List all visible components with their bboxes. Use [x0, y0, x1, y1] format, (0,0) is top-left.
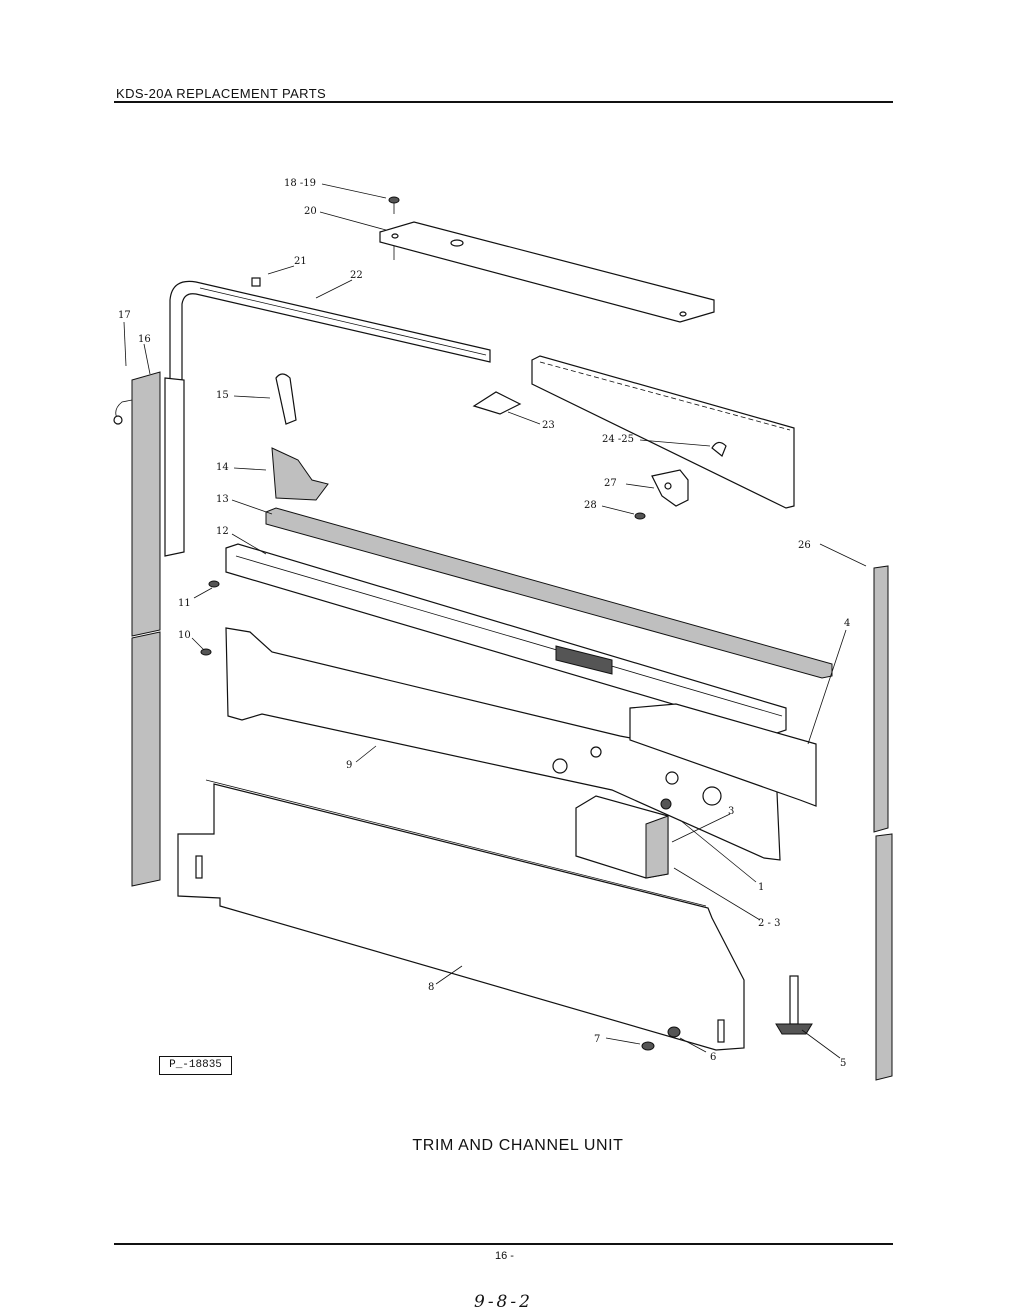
- callout-15: 15: [216, 390, 229, 401]
- top-mounting-plate: [379, 221, 715, 323]
- leader-lines: [123, 183, 867, 1059]
- callout-17: 17: [118, 310, 131, 321]
- callout-24-25: 24 -25: [602, 434, 634, 445]
- channel-screw: [208, 580, 220, 588]
- callout-9: 9: [346, 760, 352, 771]
- callout-16: 16: [138, 334, 151, 345]
- footer-rule: [114, 1243, 893, 1245]
- panel-screw: [200, 648, 212, 656]
- bracket-screw: [634, 512, 646, 520]
- callout-26: 26: [798, 540, 811, 551]
- rear-box: [629, 703, 817, 807]
- callout-4: 4: [844, 618, 850, 629]
- callout-20: 20: [304, 206, 317, 217]
- leveling-foot: [775, 975, 813, 1035]
- callout-labels: 18 -19 20 21 22 17 16 15 23 24 -25 14 27…: [118, 178, 850, 1069]
- handwritten-note: 9-8-2: [474, 1292, 533, 1312]
- spring-clip: [275, 373, 297, 425]
- callout-18-19: 18 -19: [284, 178, 316, 189]
- callout-22: 22: [350, 270, 363, 281]
- perforated-panel: [225, 627, 781, 861]
- callout-2-3: 2 - 3: [758, 918, 780, 929]
- callout-27: 27: [604, 478, 617, 489]
- long-trim-strip: [265, 507, 833, 679]
- callout-14: 14: [216, 462, 229, 473]
- callout-1: 1: [758, 882, 764, 893]
- callout-5: 5: [840, 1058, 846, 1069]
- l-bracket: [651, 469, 689, 507]
- rear-rail: [531, 355, 795, 509]
- top-screw: [388, 196, 400, 214]
- callout-13: 13: [216, 494, 229, 505]
- document-header: KDS-20A REPLACEMENT PARTS: [116, 86, 327, 101]
- figure-caption: TRIM AND CHANNEL UNIT: [412, 1137, 624, 1154]
- right-vertical-trim: [873, 565, 893, 1081]
- header-rule: [114, 101, 893, 103]
- callout-23: 23: [542, 420, 555, 431]
- part-reference-box: P_-18835: [159, 1056, 232, 1075]
- main-channel: [225, 543, 787, 735]
- callout-10: 10: [178, 630, 191, 641]
- callout-21: 21: [294, 256, 307, 267]
- top-trim-channel: [169, 277, 491, 381]
- kick-panel: [177, 779, 745, 1051]
- callout-8: 8: [428, 982, 434, 993]
- small-clip: [472, 391, 522, 415]
- callout-11: 11: [178, 598, 191, 609]
- nut-and-bolt: [641, 1026, 681, 1051]
- corner-bracket: [271, 447, 329, 501]
- page-number: 16 -: [495, 1250, 514, 1262]
- callout-12: 12: [216, 526, 229, 537]
- callout-28: 28: [584, 500, 597, 511]
- callout-6: 6: [710, 1052, 716, 1063]
- electrical-box: [575, 795, 672, 879]
- callout-3: 3: [728, 806, 734, 817]
- callout-7: 7: [594, 1034, 600, 1045]
- left-vertical-trim: [113, 371, 185, 887]
